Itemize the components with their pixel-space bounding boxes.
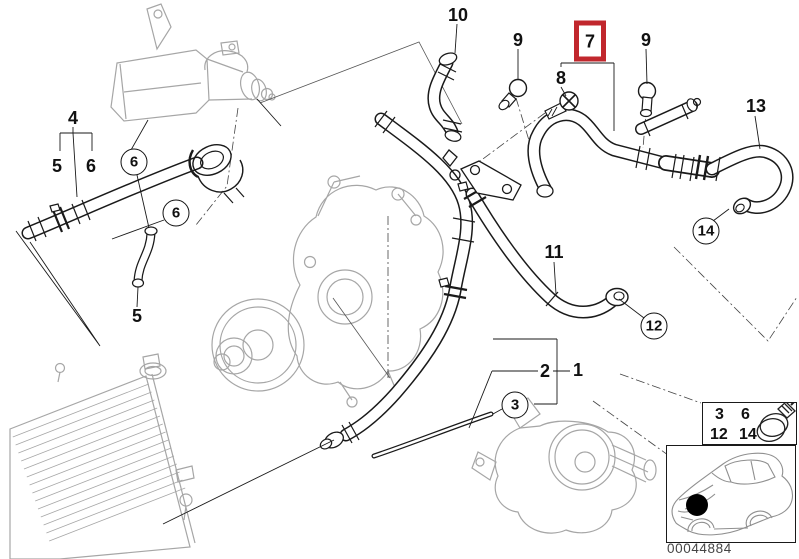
callout-6[interactable]: 6: [162, 199, 190, 227]
callout-4[interactable]: 4: [67, 108, 79, 128]
callout-6[interactable]: 6: [120, 148, 148, 176]
hoses: [21, 52, 794, 459]
water-pump: [211, 175, 444, 408]
plug-9-left: [498, 78, 528, 111]
hose-7: [527, 97, 720, 198]
callout-11[interactable]: 11: [544, 242, 564, 262]
callout-9[interactable]: 9: [640, 30, 652, 50]
callout-1[interactable]: 1: [572, 360, 584, 380]
expansion-tank: [110, 3, 276, 122]
hose-10: [427, 52, 463, 142]
location-dot: [686, 494, 708, 516]
context-parts: [9, 3, 657, 559]
hose-3: [371, 411, 494, 459]
bracket-plate: [442, 149, 522, 201]
callout-14[interactable]: 14: [692, 217, 720, 245]
callout-2[interactable]: 2: [539, 361, 551, 381]
callout-3[interactable]: 3: [501, 391, 529, 419]
legend-box: 3 6 12 14: [702, 402, 797, 445]
callout-8[interactable]: 8: [555, 68, 567, 88]
plug-9-right: [637, 81, 657, 118]
car-location-icon: [671, 452, 794, 536]
callout-5[interactable]: 5: [131, 306, 143, 326]
callout-10[interactable]: 10: [447, 5, 469, 25]
hose-5: [131, 226, 158, 288]
callout-9[interactable]: 9: [512, 30, 524, 50]
hose-1-2: [319, 110, 476, 450]
screw-8: [544, 91, 579, 120]
callout-5[interactable]: 5: [51, 156, 63, 176]
callout-6[interactable]: 6: [85, 156, 97, 176]
hose-4: [21, 144, 245, 242]
legend-item-6[interactable]: 6: [741, 406, 750, 423]
car-location-box: [666, 445, 796, 543]
callout-13[interactable]: 13: [745, 96, 767, 116]
legend-item-14[interactable]: 14: [739, 426, 757, 443]
hose-clamp-icon: [756, 403, 796, 442]
callout-12[interactable]: 12: [640, 312, 668, 340]
legend-item-3[interactable]: 3: [715, 406, 724, 423]
callout-7[interactable]: 7: [574, 20, 606, 62]
hose-13: [705, 144, 794, 215]
legend-item-12[interactable]: 12: [710, 426, 728, 443]
drawing-number: 00044884: [667, 541, 732, 556]
